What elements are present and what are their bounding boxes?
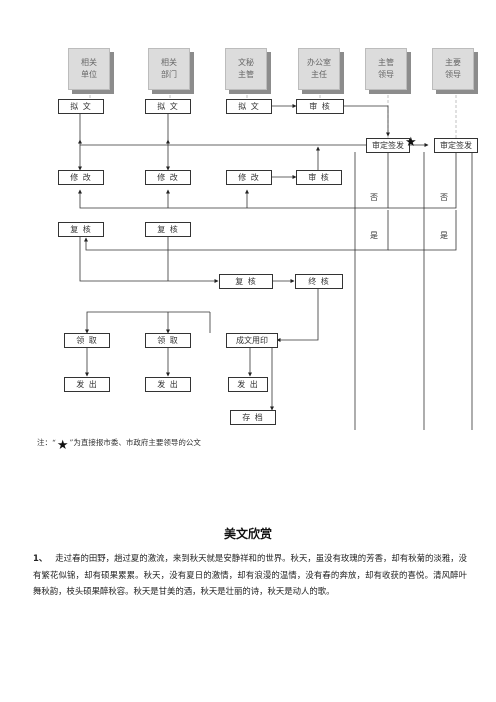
footnote: 注：“★”为直接报市委、市政府主要领导的公文 [37, 438, 201, 453]
label-yes-supervising: 是 [370, 231, 378, 240]
node-issue-department: 发 出 [145, 377, 191, 392]
node-issue-secretary: 发 出 [228, 377, 268, 392]
node-draft-secretary: 拟 文 [226, 99, 272, 114]
node-modify-unit: 修 改 [58, 170, 104, 185]
node-receive-department: 领 取 [145, 333, 191, 348]
paragraph-text: 走过春的田野，趟过夏的激流，来到秋天就是安静祥和的世界。秋天，虽没有玫瑰的芳香，… [33, 553, 468, 596]
node-final-review: 终 核 [295, 274, 343, 289]
essay-title: 美文欣赏 [223, 527, 272, 541]
label-no-supervising: 否 [370, 193, 378, 202]
node-recheck-secretary: 复 核 [219, 274, 273, 289]
paragraph-number: 1、 [33, 553, 48, 563]
node-approve-sign-chief: 审定签发 [434, 138, 478, 153]
header-related-department: 相关 部门 [148, 48, 190, 90]
label-yes-chief: 是 [440, 231, 448, 240]
node-modify-department: 修 改 [145, 170, 191, 185]
header-office-director: 办公室 主任 [298, 48, 340, 90]
node-receive-unit: 领 取 [64, 333, 110, 348]
header-secretary-supervisor: 文秘 主管 [225, 48, 267, 90]
header-supervising-leader: 主管 领导 [365, 48, 407, 90]
essay-paragraph: 1、走过春的田野，趟过夏的激流，来到秋天就是安静祥和的世界。秋天，虽没有玫瑰的芳… [33, 550, 467, 600]
node-draft-department: 拟 文 [145, 99, 191, 114]
node-print-seal: 成文用印 [226, 333, 278, 348]
star-icon: ★ [405, 135, 417, 150]
node-issue-unit: 发 出 [64, 377, 110, 392]
header-chief-leader: 主要 领导 [432, 48, 474, 90]
node-draft-unit: 拟 文 [58, 99, 104, 114]
node-archive: 存 档 [230, 410, 276, 425]
node-approve-sign-supervising: 审定签发 [366, 138, 410, 153]
header-related-unit: 相关 单位 [68, 48, 110, 90]
node-recheck-department: 复 核 [145, 222, 191, 237]
star-icon: ★ [56, 438, 69, 453]
node-review-office: 审 核 [296, 99, 344, 114]
label-no-chief: 否 [440, 193, 448, 202]
node-review-office-2: 审 核 [296, 170, 342, 185]
node-modify-secretary: 修 改 [226, 170, 272, 185]
node-recheck-unit: 复 核 [58, 222, 104, 237]
